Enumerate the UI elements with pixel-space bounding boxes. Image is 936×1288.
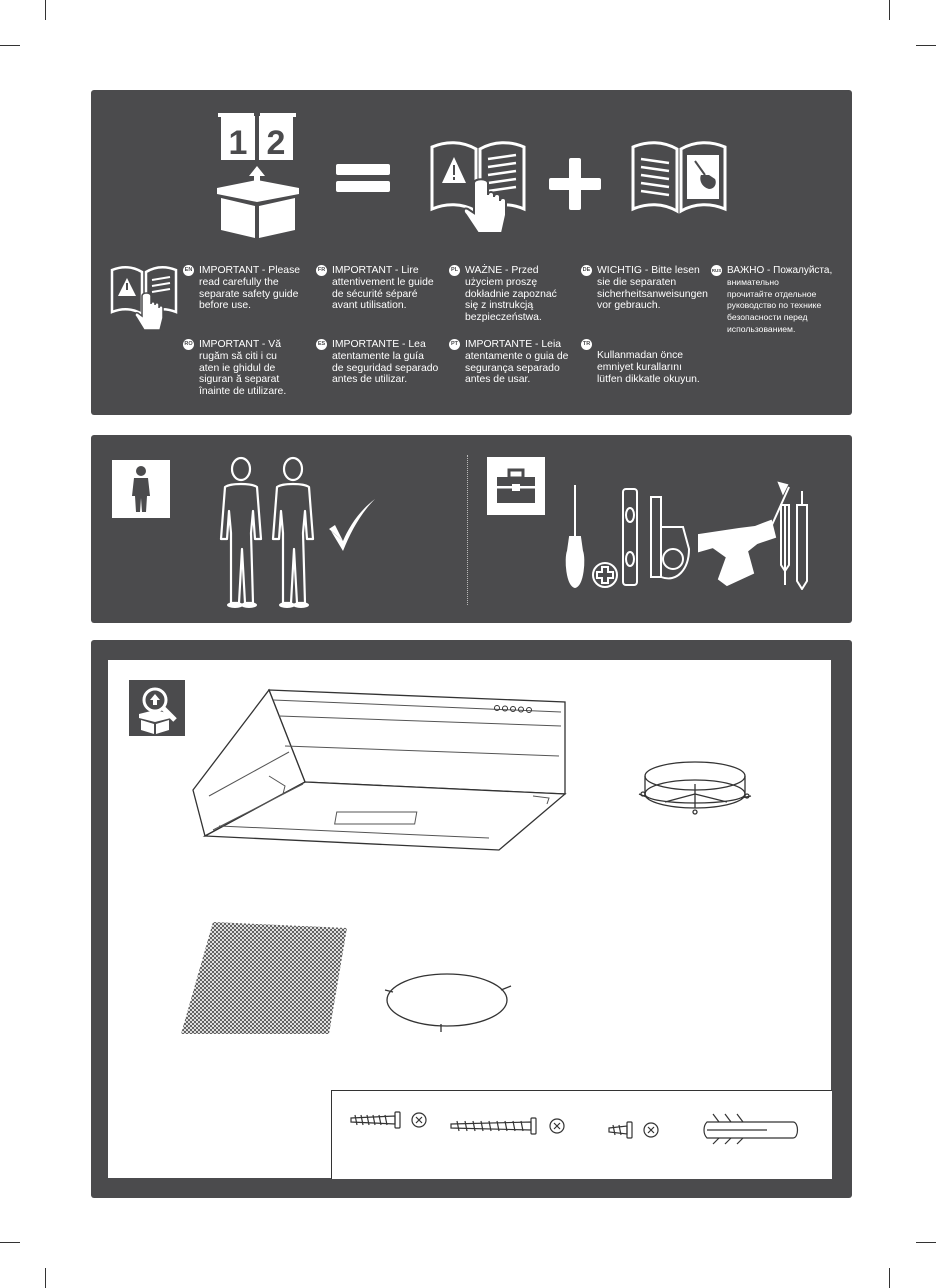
cooker-hood-image	[192, 688, 567, 851]
divider	[467, 455, 468, 605]
note-text: sie die separaten sicherheitsanweisungen…	[597, 276, 708, 312]
check-icon	[329, 499, 375, 551]
lang-code: PL	[449, 265, 460, 276]
tools-icon	[565, 481, 808, 590]
crop-mark	[916, 45, 936, 46]
note-lead: WAŻNE - Przed	[465, 265, 539, 276]
contents-panel	[91, 640, 852, 1198]
note-lead: ВАЖНО - Пожалуйста,	[727, 265, 833, 276]
crop-mark	[45, 0, 46, 20]
crop-mark	[889, 1268, 890, 1288]
lid-disc-image	[384, 973, 512, 1032]
note-text: read carefully the separate safety guide…	[199, 276, 299, 312]
lang-code: PT	[449, 339, 460, 350]
note-text: użyciem proszę dokładnie zapoznać się z …	[465, 276, 557, 324]
note-lead: IMPORTANTE - Leia	[465, 339, 562, 350]
toolbox-icon	[487, 457, 545, 515]
fixings-image	[350, 1111, 799, 1145]
crop-mark	[916, 1242, 936, 1243]
safety-guide-icon	[430, 141, 526, 234]
fixings-box	[331, 1090, 832, 1179]
crop-mark	[889, 0, 890, 20]
two-manuals-box-icon: 1 2	[217, 113, 299, 238]
requirements-panel	[91, 435, 852, 623]
safety-panel: 1 2	[91, 90, 852, 415]
safety-book-small-icon	[110, 266, 178, 331]
note-text: rugăm să citi i cu aten ie ghidul de sig…	[199, 350, 287, 398]
note-text: внимательно прочитайте отдельное руковод…	[727, 276, 822, 334]
crop-mark	[0, 1242, 20, 1243]
install-guide-icon	[631, 141, 727, 214]
note-lead: IMPORTANTE - Lea	[332, 339, 426, 350]
two-persons-icon	[219, 456, 315, 608]
equals-icon	[336, 164, 390, 192]
note-lead: IMPORTANT - Vă	[199, 339, 281, 350]
lang-code: DE	[581, 265, 592, 276]
manual-number-1: 1	[229, 124, 248, 162]
note-lead: WICHTIG - Bitte lesen	[597, 265, 700, 276]
flange-image	[638, 761, 752, 815]
note-lead: IMPORTANT - Please	[199, 265, 301, 276]
crop-mark	[45, 1268, 46, 1288]
crop-mark	[0, 45, 20, 46]
note-text: attentivement le guide de sécurité sépar…	[332, 276, 434, 312]
lang-code: RUS	[711, 265, 722, 276]
person-icon	[112, 460, 170, 518]
unpack-inspect-icon	[129, 680, 185, 736]
grease-filter-image	[181, 922, 347, 1034]
note-text: atentamente la guía de seguridad separad…	[332, 350, 439, 386]
manual-number-2: 2	[267, 124, 286, 162]
plus-icon	[549, 158, 601, 210]
lang-code: EN	[183, 265, 194, 276]
lang-code: FR	[316, 265, 327, 276]
note-text: Kullanmadan önce emniyet kurallarını lüt…	[597, 350, 700, 385]
lang-code: RO	[183, 339, 194, 350]
lang-code: TR	[581, 339, 592, 350]
note-text: atentamente o guia de segurança separado…	[465, 350, 569, 386]
note-lead: IMPORTANT - Lire	[332, 265, 419, 276]
lang-code: ES	[316, 339, 327, 350]
